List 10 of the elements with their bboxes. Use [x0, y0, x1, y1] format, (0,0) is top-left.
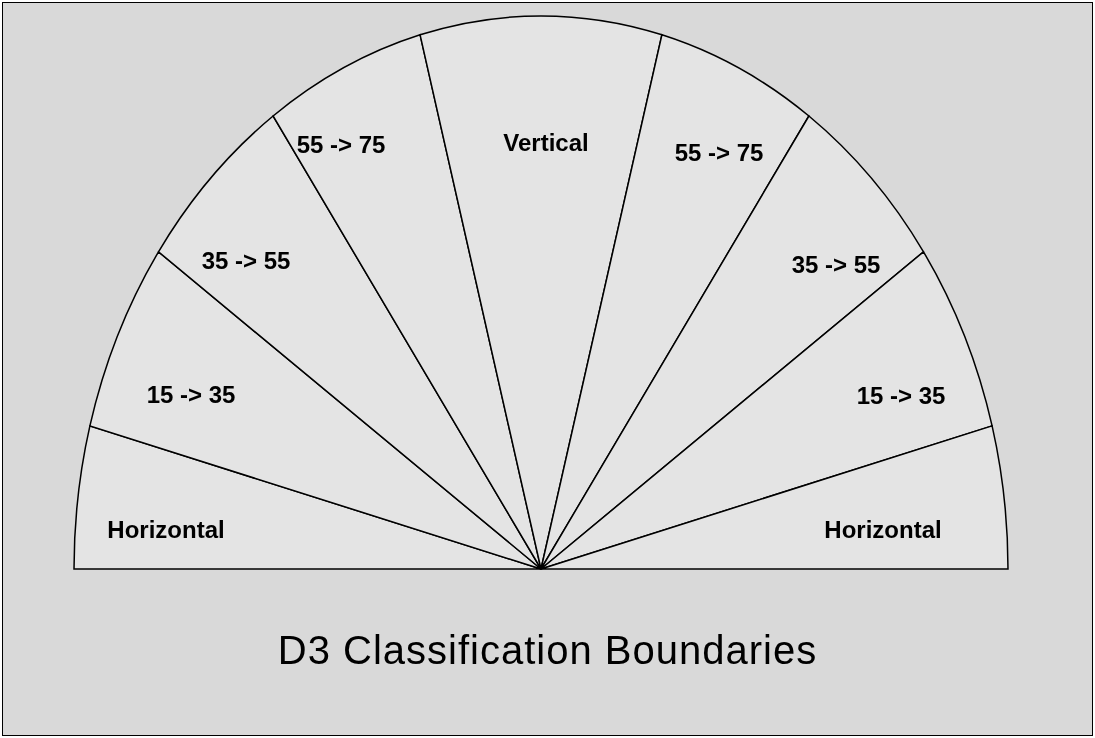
- sector-label: Horizontal: [107, 516, 225, 543]
- sector-label: 35 -> 55: [201, 247, 291, 274]
- sector-label: Vertical: [503, 129, 589, 156]
- sector-label: 35 -> 55: [791, 251, 881, 278]
- sector-label: 15 -> 35: [856, 382, 946, 409]
- sector-label: 55 -> 75: [296, 131, 386, 158]
- sector-label: 55 -> 75: [674, 139, 764, 166]
- sector-label: Horizontal: [824, 516, 942, 543]
- diagram-title: D3 Classification Boundaries: [276, 628, 819, 673]
- sector-label: 15 -> 35: [146, 381, 236, 408]
